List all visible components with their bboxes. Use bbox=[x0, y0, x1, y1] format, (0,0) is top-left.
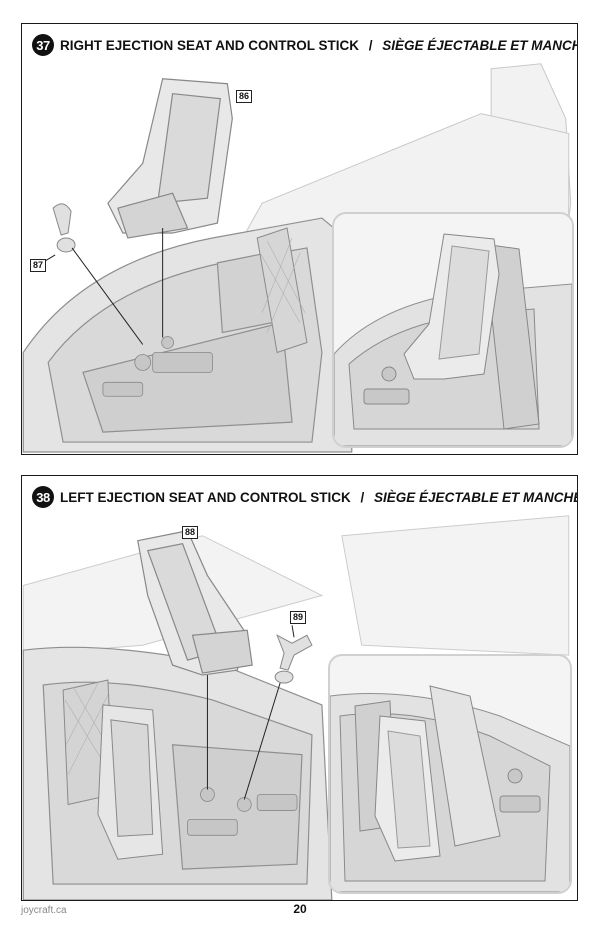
step-header: 37 RIGHT EJECTION SEAT AND CONTROL STICK… bbox=[32, 34, 577, 56]
assembled-seat-illustration bbox=[334, 233, 572, 446]
step-title-en: LEFT EJECTION SEAT AND CONTROL STICK bbox=[60, 489, 351, 505]
step-title-fr: SIÈGE ÉJECTABLE ET MANCHE GAUCHE bbox=[374, 489, 578, 505]
footer-website: joycraft.ca bbox=[21, 905, 67, 916]
step-title-en: RIGHT EJECTION SEAT AND CONTROL STICK bbox=[60, 37, 360, 53]
assembled-detail-inset bbox=[328, 654, 572, 894]
part-number-label: 89 bbox=[290, 611, 307, 624]
assembled-detail-inset bbox=[332, 212, 574, 448]
step-number-badge: 38 bbox=[32, 486, 54, 508]
title-separator: / bbox=[356, 489, 369, 505]
part-number-label: 86 bbox=[236, 90, 253, 103]
step-header: 38 LEFT EJECTION SEAT AND CONTROL STICK … bbox=[32, 486, 578, 508]
cockpit-assembly-illustration bbox=[22, 515, 570, 900]
step-37-panel: 37 RIGHT EJECTION SEAT AND CONTROL STICK… bbox=[21, 23, 578, 455]
assembled-seat-illustration bbox=[330, 685, 570, 892]
part-number-label: 88 bbox=[182, 526, 199, 539]
title-separator: / bbox=[365, 37, 377, 53]
step-38-panel: 38 LEFT EJECTION SEAT AND CONTROL STICK … bbox=[21, 475, 578, 901]
step-number-badge: 37 bbox=[32, 34, 54, 56]
step-title-fr: SIÈGE ÉJECTABLE ET MANCHE DROIT bbox=[382, 37, 577, 53]
part-number-label: 87 bbox=[30, 259, 47, 272]
page-number: 20 bbox=[293, 902, 307, 916]
